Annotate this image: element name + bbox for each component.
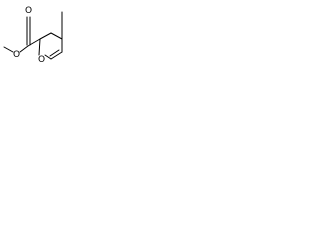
bond-ester-oxygen-carbonyl (19, 45, 29, 53)
bond-ring-c5-c6-a (50, 51, 63, 60)
atom-label-ring-oxygen: O (38, 55, 45, 65)
bond-ring-c5-c6-b (49, 49, 60, 57)
molecule-diagram: O O O (0, 0, 78, 72)
atom-label-ester-oxygen: O (13, 50, 20, 60)
bond-methyl-ester-oxygen (3, 46, 14, 53)
bond-carbonyl-ring (27, 38, 41, 47)
bond-ring-oxygen-c2 (38, 38, 41, 56)
atom-label-carbonyl-oxygen: O (25, 6, 32, 16)
structure-drawing: O O O (3, 6, 63, 65)
bond-ring-c3-c4 (50, 32, 63, 40)
bond-ring-c2-c3 (39, 32, 52, 40)
bond-ring-c6-oxygen (44, 54, 52, 60)
